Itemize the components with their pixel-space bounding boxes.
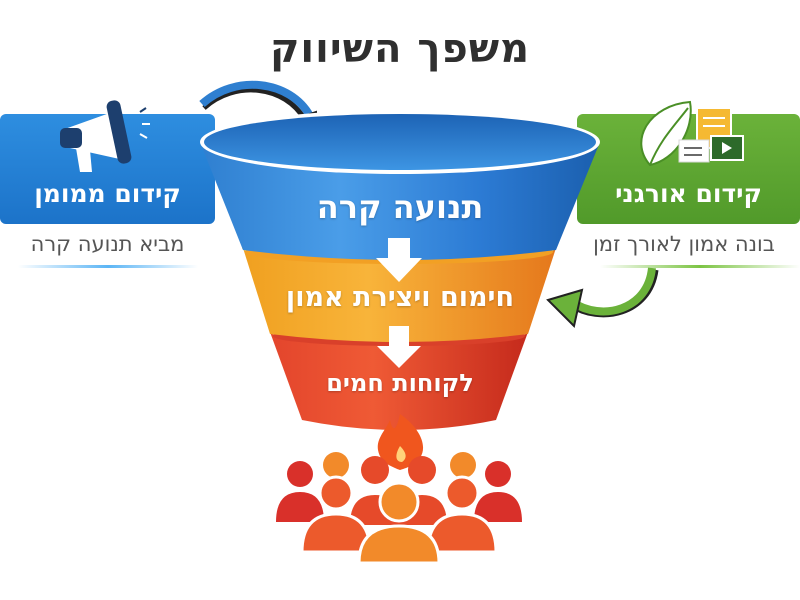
organic-promotion-subtitle: בונה אמון לאורך זמן <box>593 232 775 256</box>
right-underline <box>600 265 800 268</box>
left-underline <box>18 265 198 268</box>
customers-group-icon <box>276 452 522 565</box>
megaphone-icon <box>60 100 150 172</box>
paid-promotion-subtitle: מביא תנועה קרה <box>30 232 185 256</box>
funnel-stage-1 <box>200 110 600 260</box>
flame-icon <box>377 414 424 470</box>
organic-promotion-label: קידום אורגני <box>615 179 762 208</box>
diagram-title: משפך השיווק <box>269 26 531 72</box>
down-arrow-icon-1 <box>376 238 422 282</box>
paid-promotion-label: קידום ממומן <box>34 179 181 208</box>
stage-3-label: לקוחות חמים <box>326 369 474 397</box>
stage-1-label: תנועה קרה <box>316 188 484 226</box>
nurture-arrow-icon <box>546 267 659 328</box>
organic-promotion-panel: קידום אורגני <box>577 114 800 224</box>
down-arrow-icon-2 <box>377 326 421 368</box>
leaf-content-icon <box>640 100 744 167</box>
stage-2-label: חימום ויצירת אמון <box>285 282 515 313</box>
